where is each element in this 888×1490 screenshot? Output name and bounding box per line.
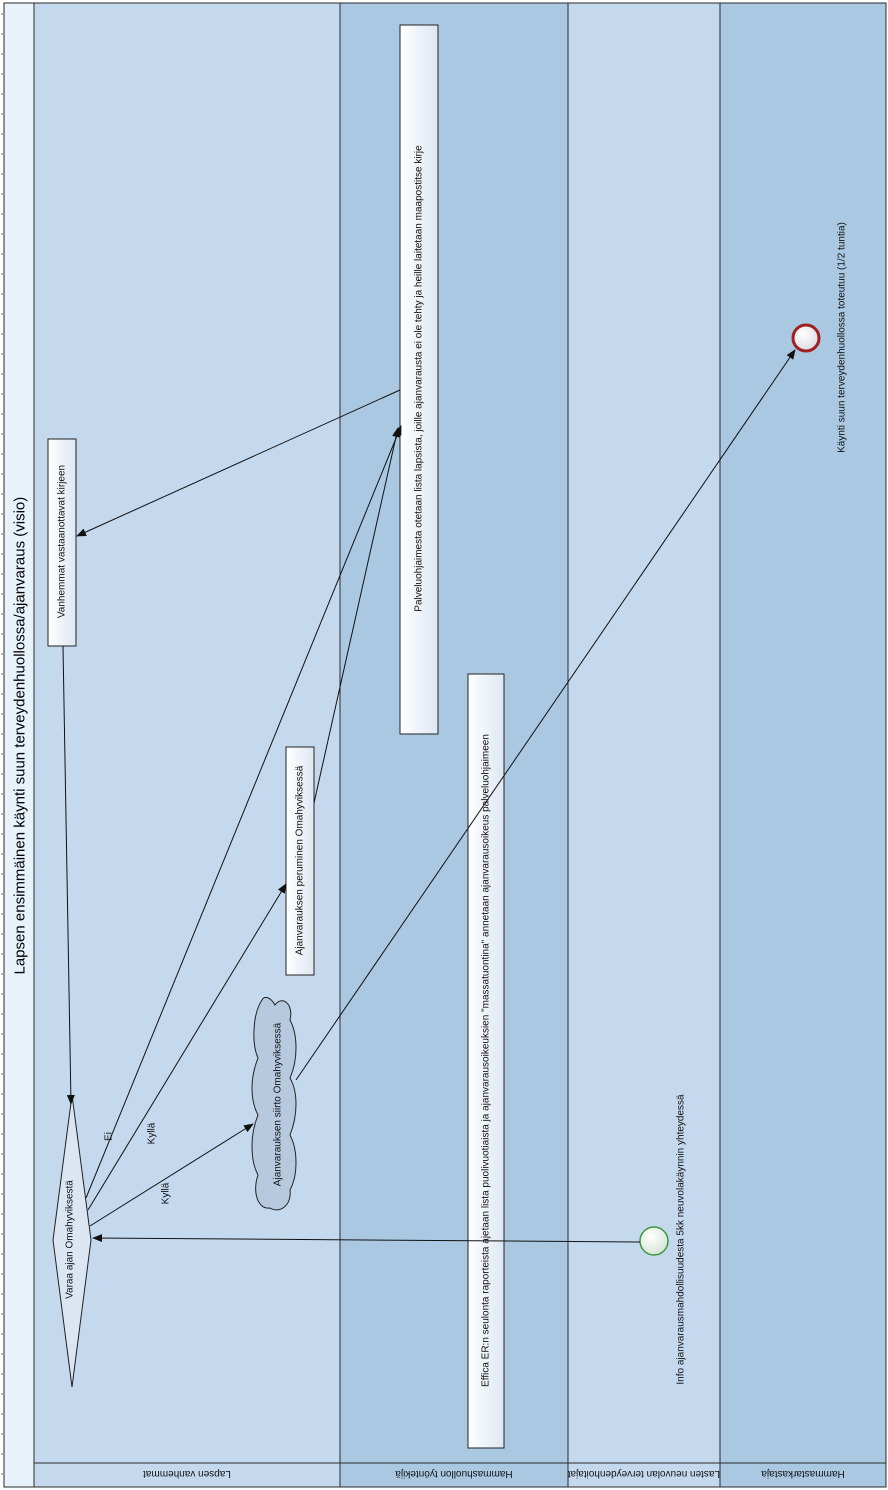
- edge-cloud-to-end: [295, 349, 796, 1081]
- edge-start-to-gateway: [92, 1234, 641, 1243]
- edge-label-ei: Ei: [103, 1132, 115, 1141]
- diagram-title: Lapsen ensimmäinen käynti suun terveyden…: [11, 496, 29, 975]
- lane-label-lapsen-vanhemmat: Lapsen vanhemmat: [143, 1468, 231, 1479]
- cloud-task-shape: [251, 996, 297, 1211]
- effica-task-label: Effica ER:n seulonta raporteista ajetaan…: [480, 734, 492, 1387]
- start-event-circle: [639, 1226, 669, 1256]
- edge-list-to-letter: [76, 389, 401, 537]
- lane-hammashuollon-tyontekija: [339, 2, 569, 1488]
- edge-cancel-to-list: [313, 427, 400, 804]
- lane-label-hammastarkastaja: Hammastarkastaja: [761, 1468, 845, 1479]
- lane-label-lasten-neuvolan: Lasten neuvolan terveydenhoitajat: [567, 1468, 720, 1479]
- list-task-label: Palveluohjaimesta otetaan lista lapsista…: [413, 145, 425, 612]
- cloud-task-label: Ajanvarauksen siirto Omahyviksessä: [272, 1022, 284, 1187]
- end-event-circle: [791, 323, 821, 353]
- end-event-label: Käynti suun terveydenhuollossa toteutuu …: [836, 222, 848, 453]
- lane-hammastarkastaja: [719, 2, 887, 1488]
- gateway-label: Varaa ajan Omahyviksestä: [64, 1180, 76, 1299]
- edge-gateway-to-list: [85, 425, 402, 1199]
- title-band: [3, 2, 35, 1488]
- cancel-task-box: [285, 746, 315, 976]
- start-event-label: Info ajanvarausmahdollisuudesta 5kk neuv…: [675, 1094, 687, 1385]
- letter-task-label: Vanhemmat vastaanottavat kirjeen: [56, 464, 68, 619]
- cancel-task-label: Ajanvarauksen peruminen Omahyviksessä: [294, 765, 306, 956]
- letter-task-box: [47, 438, 77, 647]
- margin-ticks: [1, 13, 3, 1475]
- lane-label-hammashuollon-tyontekija: Hammashuollon työntekijä: [395, 1468, 513, 1479]
- list-task-box: [399, 24, 439, 735]
- edge-gateway-to-cancel: [87, 883, 287, 1211]
- lane-lasten-neuvolan-terveydenhoitajat: [567, 2, 721, 1488]
- edge-gateway-to-cloud: [89, 1123, 254, 1227]
- edge-label-kylla-cloud: Kyllä: [160, 1182, 172, 1205]
- gateway-shape: [52, 1094, 92, 1388]
- effica-task-box: [467, 673, 505, 1449]
- edge-letter-to-gateway: [62, 645, 75, 1105]
- edge-label-kylla-cancel: Kyllä: [146, 1122, 158, 1145]
